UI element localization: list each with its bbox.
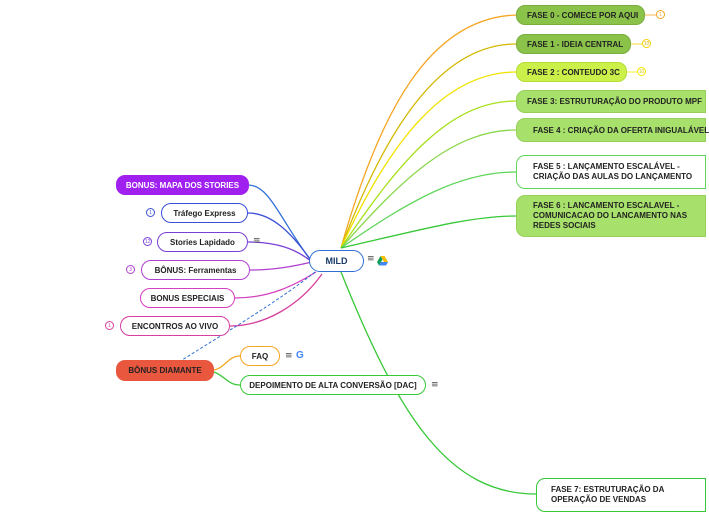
connector-encontros: [229, 273, 323, 327]
topic-fase-1[interactable]: FASE 1 - IDEIA CENTRAL: [516, 34, 631, 54]
connector-fase5: [340, 171, 517, 249]
connector-mapa: [247, 184, 313, 263]
notes-icon[interactable]: ≡: [367, 254, 375, 264]
topic-trafego-express[interactable]: Tráfego Express: [161, 203, 248, 223]
connector-ferramentas: [249, 261, 313, 271]
topic-stories-lapidado-label: Stories Lapidado: [170, 237, 235, 247]
topic-fase-7[interactable]: FASE 7: ESTRUTURAÇÃO DA OPERAÇÃO DE VEND…: [536, 478, 706, 512]
connector-trafego: [247, 212, 313, 263]
topic-fase-5[interactable]: FASE 5 : LANÇAMENTO ESCALÁVEL - CRIAÇÃO …: [516, 155, 706, 189]
badge-fase-1[interactable]: 10: [642, 39, 651, 48]
topic-fase-6[interactable]: FASE 6 : LANCAMENTO ESCALAVEL - COMUNICA…: [516, 195, 706, 237]
connector-fase0: [340, 14, 517, 249]
badge-stories-lapidado[interactable]: 12: [143, 237, 152, 246]
topic-stories-lapidado[interactable]: Stories Lapidado: [157, 232, 248, 252]
topic-bonus-ferramentas[interactable]: BÔNUS: Ferramentas: [141, 260, 250, 280]
google-icon[interactable]: G: [296, 350, 304, 361]
connector-fase2: [340, 71, 517, 249]
topic-bonus-especiais-label: BONUS ESPECIAIS: [150, 293, 225, 303]
central-topic[interactable]: MILD: [309, 250, 364, 272]
topic-faq[interactable]: FAQ: [240, 346, 280, 366]
connector-stories: [247, 241, 313, 263]
topic-fase-1-label: FASE 1 - IDEIA CENTRAL: [527, 39, 624, 49]
badge-encontros-ao-vivo[interactable]: 1: [105, 321, 114, 330]
topic-fase-6-label: FASE 6 : LANCAMENTO ESCALAVEL - COMUNICA…: [533, 201, 688, 230]
notes-icon[interactable]: ≡: [285, 351, 293, 361]
topic-fase-7-label: FASE 7: ESTRUTURAÇÃO DA OPERAÇÃO DE VEND…: [551, 485, 665, 504]
topic-fase-3-label: FASE 3: ESTRUTURAÇÃO DO PRODUTO MPF: [527, 97, 702, 106]
connector-fase7: [340, 271, 537, 495]
connector-dac: [213, 371, 241, 386]
topic-depoimento-dac[interactable]: DEPOIMENTO DE ALTA CONVERSÃO [DAC]: [240, 375, 426, 395]
topic-fase-4[interactable]: FASE 4 : CRIAÇÃO DA OFERTA INIGUALÁVEL: [516, 118, 709, 142]
topic-fase-0[interactable]: FASE 0 - COMECE POR AQUI: [516, 5, 645, 25]
connector-fase1: [340, 43, 517, 249]
badge-bonus-ferramentas[interactable]: 3: [126, 265, 135, 274]
notes-icon[interactable]: ≡: [253, 236, 261, 246]
central-topic-label: MILD: [325, 256, 348, 266]
topic-bonus-especiais[interactable]: BONUS ESPECIAIS: [140, 288, 235, 308]
topic-faq-label: FAQ: [251, 351, 269, 361]
topic-bonus-mapa-stories-label: BONUS: MAPA DOS STORIES: [125, 180, 240, 190]
connector-fase4: [340, 129, 517, 249]
connector-fase6: [340, 215, 517, 249]
google-drive-icon[interactable]: [377, 256, 388, 266]
topic-fase-3[interactable]: FASE 3: ESTRUTURAÇÃO DO PRODUTO MPF: [516, 90, 706, 113]
connector-fase3: [340, 100, 517, 249]
connector-diamante-dashed: [181, 271, 316, 361]
topic-trafego-express-label: Tráfego Express: [173, 208, 236, 218]
topic-fase-4-label: FASE 4 : CRIAÇÃO DA OFERTA INIGUALÁVEL: [533, 125, 709, 135]
badge-fase-0[interactable]: 1: [656, 10, 665, 19]
badge-trafego-express[interactable]: 1: [146, 208, 155, 217]
topic-bonus-diamante[interactable]: BÔNUS DIAMANTE: [116, 360, 214, 381]
topic-depoimento-dac-label: DEPOIMENTO DE ALTA CONVERSÃO [DAC]: [249, 380, 417, 390]
topic-bonus-mapa-stories[interactable]: BONUS: MAPA DOS STORIES: [116, 175, 249, 195]
notes-icon[interactable]: ≡: [431, 380, 439, 390]
topic-fase-2[interactable]: FASE 2 : CONTEUDO 3C: [516, 62, 627, 82]
topic-encontros-ao-vivo-label: ENCONTROS AO VIVO: [131, 321, 219, 331]
topic-fase-5-label: FASE 5 : LANÇAMENTO ESCALÁVEL - CRIAÇÃO …: [533, 162, 693, 181]
topic-fase-0-label: FASE 0 - COMECE POR AQUI: [527, 10, 639, 20]
connector-faq: [213, 355, 241, 371]
topic-bonus-diamante-label: BÔNUS DIAMANTE: [128, 366, 202, 375]
badge-fase-2[interactable]: 10: [637, 67, 646, 76]
topic-encontros-ao-vivo[interactable]: ENCONTROS AO VIVO: [120, 316, 230, 336]
topic-fase-2-label: FASE 2 : CONTEUDO 3C: [527, 67, 620, 77]
topic-bonus-ferramentas-label: BÔNUS: Ferramentas: [154, 265, 237, 275]
